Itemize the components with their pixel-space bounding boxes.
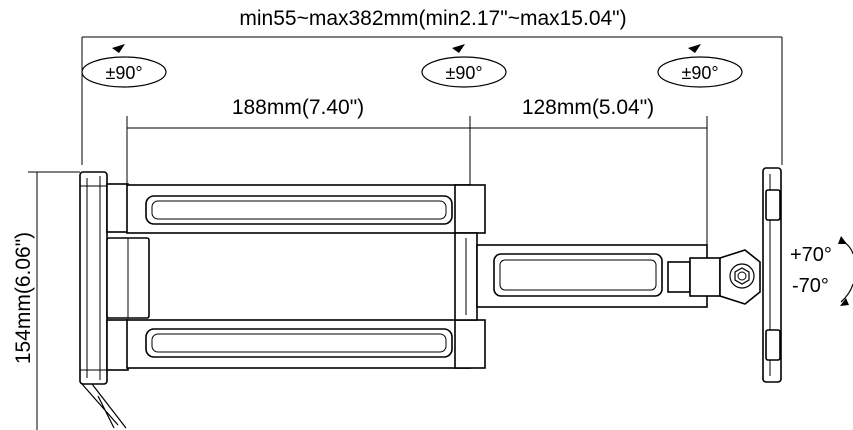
tilt-down-arrow-icon	[840, 298, 849, 306]
wall-hinge-bottom	[106, 319, 129, 371]
first-arm-lower-slot	[145, 328, 453, 358]
cable-icon	[81, 383, 127, 429]
overall-dimension-label: min55~max382mm(min2.17"~max15.04")	[239, 7, 626, 30]
rotation-left-arrow-icon	[112, 44, 125, 53]
first-arm-upper-slot-inner	[151, 200, 447, 220]
height-dimension: 154mm(6.06")	[12, 171, 80, 430]
middle-joint	[454, 184, 486, 369]
nut-center	[737, 271, 747, 281]
tilt-down-arc-icon	[840, 283, 853, 303]
tilt-joint-connector	[667, 261, 691, 293]
second-arm-slot-inner	[499, 259, 657, 291]
first-arm-upper	[126, 184, 471, 234]
arm2-dimension-label: 128mm(5.04")	[522, 96, 654, 119]
tilt-up-label: +70°	[790, 244, 832, 266]
vesa-plate-bottom-slot	[765, 329, 781, 361]
middle-joint-bottom	[454, 319, 486, 369]
wall-plate	[79, 171, 127, 429]
rotation-left: ±90°	[81, 44, 167, 88]
rotation-right-ellipse	[657, 56, 743, 88]
wall-hinge-top	[106, 183, 129, 233]
rotation-right: ±90°	[657, 44, 743, 88]
vesa-plate	[762, 167, 782, 383]
rotation-middle-arrow-icon	[452, 44, 465, 53]
overall-dimension: min55~max382mm(min2.17"~max15.04")	[81, 7, 783, 165]
second-arm-slot	[493, 253, 663, 297]
arm-dimensions: 188mm(7.40") 128mm(5.04")	[126, 96, 708, 245]
first-arm-lower-slot-inner	[151, 333, 447, 353]
rotation-right-arrow-icon	[688, 44, 701, 53]
first-arm-upper-slot	[145, 195, 453, 225]
rotation-middle-label: ±90°	[445, 63, 482, 83]
tilt-joint-block	[689, 257, 721, 297]
first-arm-lower	[126, 319, 471, 369]
vesa-plate-top-slot	[765, 189, 781, 221]
nut-icon	[734, 267, 750, 285]
tilt-joint-housing	[719, 249, 761, 305]
tilt-down-label: -70°	[792, 275, 829, 297]
rotation-left-ellipse	[81, 56, 167, 88]
middle-joint-top	[454, 184, 486, 234]
wall-hinge	[106, 183, 150, 371]
second-arm	[476, 244, 708, 308]
arm1-dimension-label: 188mm(7.40")	[232, 96, 364, 119]
wall-plate-body	[79, 171, 108, 385]
rotation-left-label: ±90°	[105, 63, 142, 83]
tilt-indicator: +70° -70°	[790, 236, 853, 306]
rotation-middle-ellipse	[421, 56, 507, 88]
vesa-plate-body	[762, 167, 782, 383]
rotation-middle: ±90°	[421, 44, 507, 88]
height-dimension-label: 154mm(6.06")	[12, 232, 35, 364]
tilt-knob-icon	[729, 263, 755, 289]
tilt-up-arrow-icon	[838, 236, 847, 244]
rotation-right-label: ±90°	[681, 63, 718, 83]
tilt-joint	[667, 249, 761, 305]
